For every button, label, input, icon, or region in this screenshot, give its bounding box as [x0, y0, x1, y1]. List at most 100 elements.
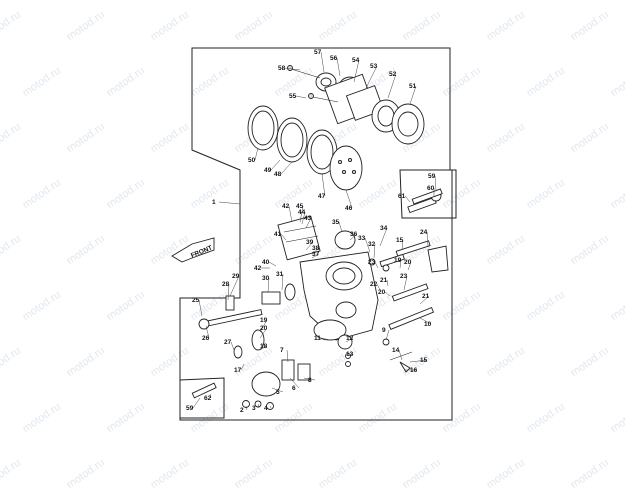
callout-leader-line — [280, 233, 287, 241]
part-number-callout: 15 — [396, 237, 404, 244]
part-number-callout: 46 — [345, 205, 353, 212]
part-number-callout: 40 — [262, 259, 270, 266]
part-number-callout: 9 — [382, 327, 386, 334]
part-number-callout: 11 — [314, 335, 321, 342]
part-number-callout: 21 — [422, 293, 430, 300]
callout-leader-line — [284, 67, 301, 71]
callout-leader-line — [409, 85, 417, 105]
part-number-callout: 29 — [232, 273, 240, 280]
part-number-callout: 58 — [278, 65, 286, 72]
part-number-callout: 55 — [289, 93, 297, 100]
part-number-callout: 4 — [264, 405, 268, 412]
callout-leader-line — [259, 319, 268, 333]
callout-leader-line — [376, 283, 381, 291]
part-number-callout: 2 — [240, 407, 244, 414]
diaphragm-stack — [247, 105, 363, 191]
callout-leader-line — [434, 175, 437, 191]
part-number-callout: 8 — [308, 377, 312, 384]
callout-leader-line — [349, 233, 358, 241]
part-number-callout: 50 — [248, 157, 256, 164]
callout-leader-line — [271, 387, 284, 393]
callout-leader-line — [229, 275, 240, 297]
callout-leader-line — [311, 247, 320, 255]
part-number-callout: 42 — [254, 265, 262, 272]
callout-leader-line — [338, 221, 343, 233]
callout-leader-line — [419, 295, 430, 305]
callout-leader-line — [268, 261, 277, 267]
callout-leader-line — [311, 253, 320, 259]
part-number-callout: 34 — [380, 225, 388, 232]
part-number-callout: 12 — [346, 335, 354, 342]
callout-leader-line — [409, 359, 428, 363]
callout-leader-line — [280, 161, 293, 175]
callout-leader-line — [209, 393, 212, 399]
callout-leader-line — [254, 147, 259, 161]
callout-leader-line — [407, 261, 412, 271]
part-number-callout: 37 — [312, 251, 320, 258]
part-number-callout: 5 — [276, 389, 280, 396]
part-number-callout: 38 — [312, 245, 320, 252]
callout-leader-line — [336, 57, 341, 77]
front-arrow: FRONT — [171, 237, 215, 263]
right-side-parts — [368, 190, 449, 373]
part-number-callout: 20 — [404, 259, 412, 266]
callout-leader-line — [385, 329, 390, 341]
callout-leader-line — [303, 377, 316, 381]
part-number-callout: 53 — [370, 63, 378, 70]
callout-leader-line — [305, 217, 312, 229]
callout-leader-line — [347, 353, 354, 357]
callout-leader-line — [267, 277, 270, 293]
part-number-callout: 36 — [350, 231, 358, 238]
part-number-callout: 25 — [192, 297, 200, 304]
part-number-callout: 56 — [330, 55, 338, 62]
part-number-callout: 41 — [274, 231, 282, 238]
callout-leader-line — [192, 397, 201, 409]
callout-leader-line — [321, 173, 326, 197]
callout-leader-line — [295, 95, 307, 99]
callout-leader-line — [269, 405, 272, 409]
part-number-callout: 31 — [276, 271, 284, 278]
callout-leader-line — [289, 377, 300, 389]
callout-leader-line — [345, 189, 353, 209]
part-number-callout: 49 — [264, 167, 272, 174]
callout-leader-line — [240, 363, 245, 371]
part-number-callout: 13 — [346, 351, 354, 358]
callout-leader-line — [281, 273, 284, 291]
callout-leader-line — [286, 349, 289, 363]
callout-leader-line — [353, 59, 360, 83]
part-number-callout: 7 — [280, 347, 284, 354]
inset-box-bottom-left — [179, 377, 225, 419]
part-number-callout: 15 — [420, 357, 428, 364]
top-cover-assembly — [287, 65, 425, 145]
group-frame-outline — [179, 47, 453, 421]
callout-leader-line — [320, 51, 325, 73]
callout-leader-line — [301, 211, 306, 225]
callout-leader-line — [305, 241, 314, 251]
part-number-callout: 3 — [252, 405, 256, 412]
callout-leader-line — [401, 239, 404, 251]
part-number-callout: 24 — [420, 229, 428, 236]
callout-leader-line — [259, 345, 268, 351]
part-number-callout: 60 — [427, 185, 435, 192]
part-number-callout: 22 — [370, 281, 378, 288]
part-number-callout: 33 — [358, 235, 366, 242]
part-number-callout: 35 — [332, 219, 340, 226]
part-number-callout: 17 — [234, 367, 242, 374]
callout-leader-line — [288, 205, 293, 223]
callout-leader-line — [386, 279, 389, 287]
part-number-callout: 45 — [296, 203, 304, 210]
part-number-callout: 20 — [260, 325, 268, 332]
part-number-callout: 27 — [224, 339, 232, 346]
inset-box-top-right — [399, 169, 457, 219]
part-number-callout: 57 — [314, 49, 322, 56]
callout-leader-line — [198, 299, 203, 317]
callout-leader-line — [379, 227, 388, 247]
carburetor-body — [277, 215, 379, 341]
callout-leader-line — [259, 327, 268, 339]
part-number-callout: 44 — [298, 209, 306, 216]
callout-leader-line — [230, 341, 235, 351]
part-number-callout: 43 — [304, 215, 312, 222]
callout-leader-line — [227, 283, 230, 301]
part-number-callout: 6 — [292, 385, 296, 392]
